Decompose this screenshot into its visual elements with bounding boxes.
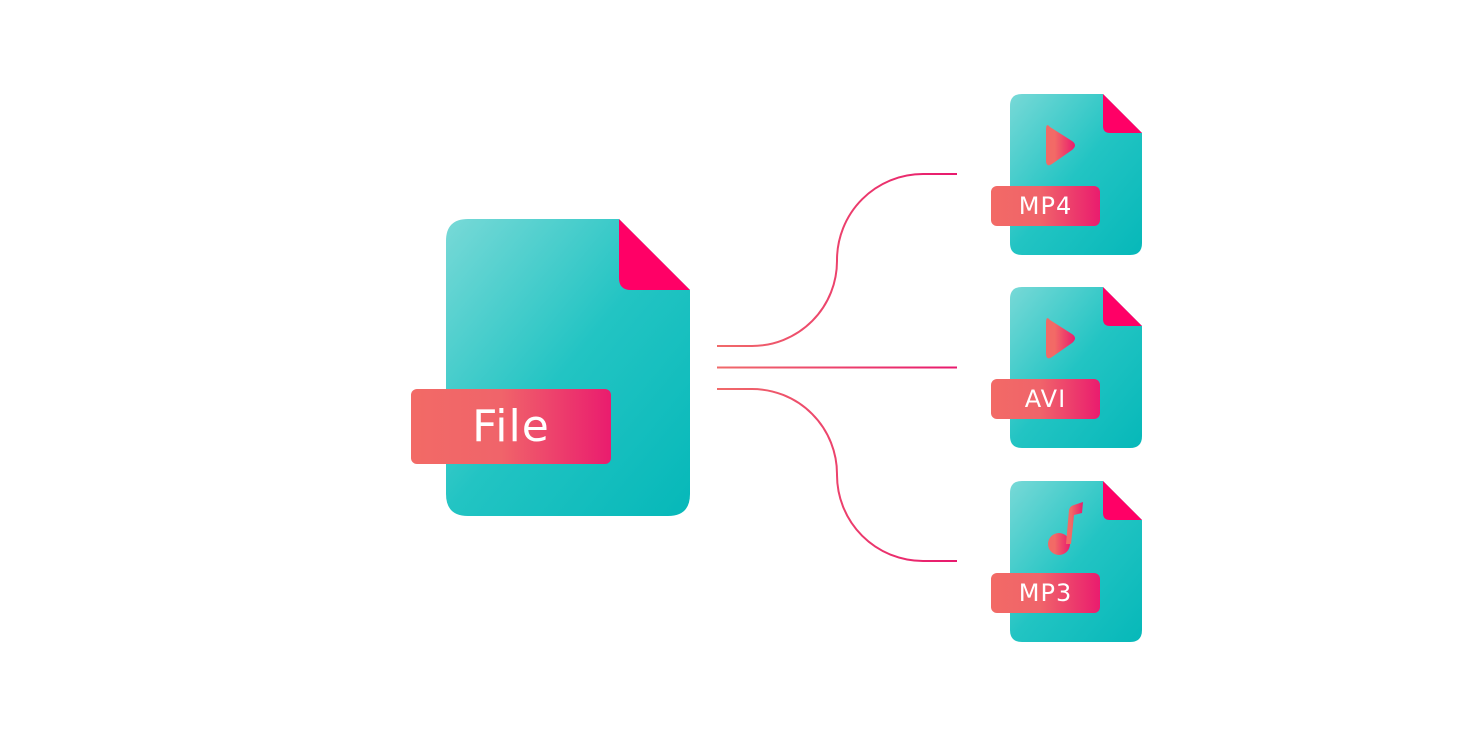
file-icon <box>1010 287 1142 448</box>
output-label-mp3: MP3 <box>991 573 1100 613</box>
source-file-label: File <box>411 389 611 464</box>
file-icon <box>1010 94 1142 255</box>
connector-to-mp3 <box>717 388 957 562</box>
output-label-avi: AVI <box>991 379 1100 419</box>
output-file-avi: AVI <box>991 287 1142 448</box>
folded-corner <box>1103 94 1142 133</box>
music-note-icon <box>1048 502 1083 555</box>
folded-corner <box>1103 287 1142 326</box>
output-label-mp4: MP4 <box>991 186 1100 226</box>
file-icon <box>446 219 690 516</box>
connector-to-mp4 <box>717 173 957 347</box>
output-file-mp3: MP3 <box>991 481 1142 642</box>
folded-corner <box>619 219 690 290</box>
play-icon <box>1046 125 1075 166</box>
output-file-mp4: MP4 <box>991 94 1142 255</box>
folded-corner <box>1103 481 1142 520</box>
source-file: File <box>411 219 690 516</box>
file-icon <box>1010 481 1142 642</box>
play-icon <box>1046 318 1075 359</box>
